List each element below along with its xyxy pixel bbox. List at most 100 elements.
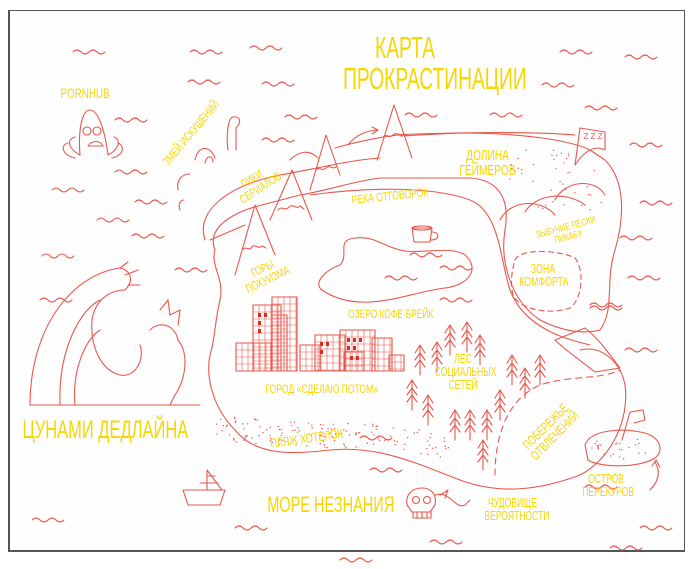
sand-dot <box>232 438 235 440</box>
sand-dot <box>403 443 406 446</box>
wave-mark <box>261 137 295 143</box>
river-bank-lower <box>309 188 591 346</box>
wave-mark <box>96 217 130 223</box>
label-lake: ОЗЕРО КОФЕ-БРЕЙК <box>330 308 450 320</box>
sand-dot <box>378 439 381 442</box>
sand-dot <box>396 440 398 443</box>
label-tsunami: ЦУНАМИ ДЕДЛАЙНА <box>0 418 230 443</box>
sand-dot <box>245 435 248 437</box>
sand-dot <box>246 423 249 425</box>
sand-dot <box>279 439 281 441</box>
title-line-2: ПРОКРАСТИНАЦИИ <box>343 61 527 96</box>
tree <box>464 409 476 441</box>
sand-dot <box>294 429 296 431</box>
sand-dot <box>319 423 322 426</box>
sand-dot <box>567 153 570 155</box>
sand-dot <box>428 444 431 446</box>
sand-dot <box>420 453 422 455</box>
sand-dot <box>394 443 396 446</box>
sand-dot <box>327 428 329 430</box>
wave-mark <box>51 187 85 193</box>
sand-dot <box>278 429 281 431</box>
smoke-break-island <box>584 409 661 491</box>
sand-dot <box>383 439 386 442</box>
lit-window <box>359 338 362 342</box>
sand-dot <box>289 421 292 423</box>
sand-dot <box>619 442 621 445</box>
sand-dot <box>511 167 513 170</box>
sand-dot <box>307 422 310 424</box>
tsunami-wave <box>29 261 201 406</box>
sand-dot <box>330 428 333 430</box>
sand-dot <box>321 427 323 430</box>
city-text: ГОРОД «СДЕЛАЮ ПОТОМ» <box>265 382 379 396</box>
sand-dot <box>426 447 428 450</box>
sand-dot <box>563 204 565 206</box>
label-valley: ДОЛИНА ГЕЙМЕРОВ <box>445 148 530 178</box>
label-sea: МОРЕ НЕЗНАНИЯ <box>240 494 400 516</box>
wave-mark <box>174 267 208 273</box>
sand-dot <box>333 439 336 442</box>
wave-mark <box>339 557 373 563</box>
sand-dot <box>567 172 569 174</box>
wave-mark <box>187 79 221 85</box>
sand-dot <box>222 424 225 427</box>
sand-dot <box>295 444 297 446</box>
sand-dot <box>291 424 293 427</box>
probability-monster-icon <box>406 487 471 519</box>
sand-dot <box>444 445 446 447</box>
sand-dot <box>610 455 612 457</box>
sand-dot <box>242 423 244 425</box>
label-island: ОСТРОВ ПЕРЕКУРОВ <box>570 472 642 498</box>
island-line-1: ОСТРОВ <box>588 471 624 486</box>
mountains <box>234 104 413 276</box>
sand-dot <box>332 423 335 425</box>
sand-dot <box>521 172 523 175</box>
sand-dot <box>251 437 253 439</box>
sand-dot <box>343 443 345 445</box>
sand-dot <box>375 425 377 427</box>
wave-mark <box>624 54 658 60</box>
sand-dot <box>333 428 336 430</box>
wave-mark <box>114 117 148 123</box>
sand-dot <box>589 194 592 196</box>
wave-mark <box>489 112 523 118</box>
sand-dot <box>220 418 222 421</box>
sand-dot <box>545 204 547 207</box>
main-island-outline <box>208 132 627 490</box>
sand-dot <box>341 432 343 435</box>
sand-dot <box>532 180 534 183</box>
sand-dot <box>426 440 429 442</box>
sand-dot <box>226 424 229 427</box>
wave-mark <box>369 467 403 473</box>
sand-dot <box>345 447 347 449</box>
sand-dot <box>269 426 271 429</box>
sand-dot <box>413 432 415 434</box>
comfort-zone-outline <box>510 251 582 312</box>
sand-dot <box>372 443 375 445</box>
sand-dot <box>280 434 283 437</box>
sand-dot <box>331 436 334 438</box>
sand-dot <box>555 167 557 170</box>
label-monster: ЧУДОВИЩЕ ВЕРОЯТНОСТИ <box>470 496 555 522</box>
wave-mark <box>359 435 393 441</box>
sand-dot <box>277 425 280 428</box>
sand-dot <box>297 426 299 429</box>
sand-dot <box>244 437 246 439</box>
sand-dot <box>517 167 520 170</box>
wave-mark <box>629 142 663 148</box>
lake-outline <box>318 237 473 303</box>
sand-dot <box>403 448 405 451</box>
tree <box>461 321 473 353</box>
building <box>271 314 288 372</box>
river-end-cap <box>209 224 246 241</box>
sand-dot <box>429 436 431 439</box>
sand-dot <box>348 434 351 436</box>
sand-dot <box>347 422 349 425</box>
lit-window <box>356 356 359 360</box>
sand-dot <box>311 427 313 429</box>
wave-mark <box>559 49 593 55</box>
sand-dot <box>552 201 554 203</box>
monster-line-2: ВЕРОЯТНОСТИ <box>484 508 550 523</box>
